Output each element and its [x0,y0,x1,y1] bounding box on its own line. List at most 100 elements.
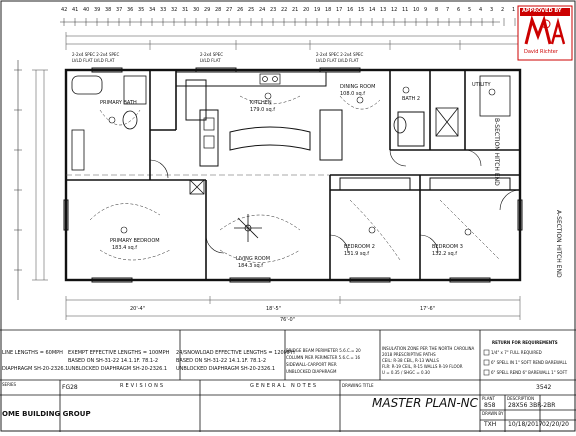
ruler-number: 28 [215,7,222,13]
description-label: DESCRIPTION [507,396,535,401]
overall-dimension: 76'-0" [280,317,296,323]
note-line: BASED ON SH-31-22 14.1.1F. 78.1-2 [176,358,267,364]
ruler-number: 15 [358,7,365,13]
plant-label: PLANT [482,396,495,401]
ruler-number: 32 [171,7,178,13]
note-line: DIAPHRAGM SH-20-2326.1 [2,366,69,372]
ruler-number: 37 [116,7,123,13]
ruler-number: 16 [347,7,354,13]
window-spec-label: 2-2x4 SPEC [200,52,223,57]
note-line: U = 0.35 / SHGC = 0.30 [382,370,430,375]
ruler-number: 18 [325,7,332,13]
room-bedroom3: BEDROOM 3 [432,244,463,250]
return-requirements-header: RETURN FOR REQUIREMENTS [492,340,558,345]
model-number: 3542 [536,384,552,391]
room-primary-bedroom-area: 183.4 sq.f [112,245,138,251]
room-living: LIVING ROOM [236,256,271,262]
ruler-number: 8 [435,7,439,13]
ruler-number: 9 [424,7,428,13]
room-bedroom2-area: 131.9 sq.f [344,251,370,257]
note-line: UNBLOCKED DIAPHRAGM SH-20-2326.1 [68,366,168,372]
room-bedroom2: BEDROOM 2 [344,244,375,250]
room-living-area: 184.3 sq.f [238,263,264,269]
note-line: CEIL: R-38 CEIL, R-13 WALLS [382,358,439,363]
window-spec-label: 2-2x4 SPEC 2-2x4 SPEC [72,52,120,57]
date-1: 10/18/2017 [508,421,543,428]
ruler-number: 33 [160,7,167,13]
series-label: SERIES [2,382,17,387]
return-requirement: 6" SPELL IN 1" SOFT REND BAREWALL [491,360,567,365]
ruler-number: 21 [292,7,299,13]
note-line: 24/SNOWLOAD EFFECTIVE LENGTHS = 120MPH [176,350,295,356]
note-line: EXEMPT EFFECTIVE LENGTHS = 100MPH [68,350,170,356]
ruler-number: 23 [270,7,277,13]
ruler-number: 34 [149,7,156,13]
note-line: 2018 PRESCRIPTIVE PATHS [382,352,436,357]
ruler-number: 12 [391,7,398,13]
dimension: 20'-4" [130,306,146,312]
return-requirement: 1/4" x 7" FULL REQUIRED [491,350,542,355]
general-notes-header: GENERAL NOTES [250,383,319,389]
note-line: LINE LENGTHS = 60MPH [2,350,63,356]
room-kitchen-area: 179.0 sq.f [250,107,276,113]
ruler-number: 40 [83,7,90,13]
window-spec-label: LVLD FLAT LVLD FLAT [72,58,115,63]
ruler-number: 5 [468,7,472,13]
return-requirement: 6" SPELL REND 6" BAREWALL 1" SOFT [491,370,568,375]
window-spec-label: 2-2x4 SPEC 2-2x4 SPEC [316,52,364,57]
ruler-number: 11 [402,7,409,13]
ruler-number: 39 [94,7,101,13]
size-description: 28X56 3BR-2BR [508,402,556,409]
ruler-number: 1 [512,7,516,13]
ruler-number: 42 [61,7,68,13]
note-line: COLUMN PIER PERIMETER 5.6.C.= 16 [286,355,361,360]
note-line: BRIDGE BEAM PERIMETER 5.6.C.= 20 [286,348,361,353]
hitch-label-b: B-SECTION HITCH END [493,118,500,186]
room-primary-bedroom: PRIMARY BEDROOM [110,238,160,244]
note-line: FLR: R-19 CEIL, R-15 WALLS R-19 FLOOR [382,364,463,369]
ruler-number: 26 [237,7,244,13]
ruler-number: 31 [182,7,189,13]
room-bath2: BATH 2 [402,96,421,102]
room-dining: DINING ROOM [340,84,376,90]
ruler-number: 41 [72,7,79,13]
room-primary-bath: PRIMARY BATH [100,100,137,106]
nta-approval-stamp [517,5,573,61]
ruler-number: 7 [446,7,450,13]
plant-value: 858 [484,402,496,409]
note-line: INSULATION ZONE PER THE NORTH CAROLINA [382,346,475,351]
drawing-title: MASTER PLAN-NC [372,396,479,410]
note-line: BASED ON SH-31-22 14.1.1F. 78.1-2 [68,358,159,364]
room-dining-area: 108.0 sq.f [340,91,366,97]
ruler-number: 24 [259,7,266,13]
revisions-header: REVISIONS [120,383,166,389]
ruler-number: 20 [303,7,310,13]
ruler-number: 17 [336,7,343,13]
stamp-approved-by: APPROVED BY [522,8,562,14]
series-value: FG28 [62,384,78,391]
ruler-number: 3 [490,7,494,13]
ruler-number: 38 [105,7,112,13]
note-line: SIDEWALL-CARPORT PIER [286,362,337,367]
ruler-number: 10 [413,7,420,13]
ruler-number: 14 [369,7,376,13]
drawn-by: TXH [484,421,497,428]
ruler-number: 29 [204,7,211,13]
drawn-label: DRAWN BY [482,411,504,416]
hitch-label-a: A-SECTION HITCH END [555,210,562,278]
ruler-number: 35 [138,7,145,13]
stamp-sub-text: David Richter [524,49,558,55]
ruler-number: 30 [193,7,200,13]
ruler-number: 22 [281,7,288,13]
drawing-title-label: DRAWING TITLE [342,383,374,388]
room-utility: UTILITY [472,82,491,88]
ruler-number: 19 [314,7,321,13]
company-name: OME BUILDING GROUP [2,410,91,418]
room-kitchen: KITCHEN [250,100,272,106]
note-line: UNBLOCKED DIAPHRAGM [286,369,337,374]
ruler-number: 27 [226,7,233,13]
window-spec-label: LVLD FLAT [200,58,221,63]
dimension: 18'-5" [266,306,282,312]
